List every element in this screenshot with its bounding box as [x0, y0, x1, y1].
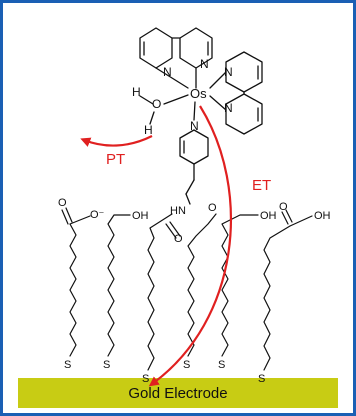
water-ligand	[139, 94, 189, 125]
o-atom: O	[279, 201, 288, 213]
carboxylate-chain	[61, 207, 91, 357]
sulfur-atom: S	[183, 359, 190, 371]
gold-electrode	[18, 378, 338, 408]
amide-linked-chain	[147, 213, 181, 371]
electrode-label: Gold Electrode	[128, 385, 227, 402]
n-atom: N	[163, 65, 172, 79]
n-atom: N	[190, 119, 199, 133]
o-atom: O	[208, 202, 217, 214]
electron-transfer-arrow	[148, 105, 232, 387]
hydroxyl-chain	[187, 213, 217, 357]
bipyridine-top	[139, 27, 213, 89]
proton-transfer-arrow	[80, 135, 153, 147]
hydroxyl-group: OH	[132, 210, 149, 222]
et-label: ET	[252, 177, 271, 194]
o-atom: O	[58, 197, 67, 209]
amide-nh: HN	[170, 205, 186, 217]
carboxylic-acid-chain	[263, 209, 313, 371]
sulfur-atom: S	[103, 359, 110, 371]
sulfur-atom: S	[142, 373, 149, 385]
o-atom: O	[174, 233, 183, 245]
bipyridine-right	[209, 51, 263, 135]
carboxylate-oxygen: O⁻	[90, 209, 105, 221]
h-atom: H	[144, 123, 153, 137]
osmium-atom: Os	[190, 86, 207, 101]
hydroxyl-group: OH	[314, 210, 331, 222]
n-atom: N	[224, 101, 233, 115]
h-atom: H	[132, 85, 141, 99]
hydroxyl-chain	[107, 214, 131, 357]
pyridine-linker	[179, 101, 209, 205]
sulfur-atom: S	[258, 373, 265, 385]
hydroxyl-chain	[221, 214, 259, 357]
o-atom: O	[152, 97, 161, 111]
pt-label: PT	[106, 151, 125, 168]
n-atom: N	[200, 57, 209, 71]
sulfur-atom: S	[64, 359, 71, 371]
hydroxyl-group: OH	[260, 210, 277, 222]
n-atom: N	[224, 65, 233, 79]
sulfur-atom: S	[218, 359, 225, 371]
